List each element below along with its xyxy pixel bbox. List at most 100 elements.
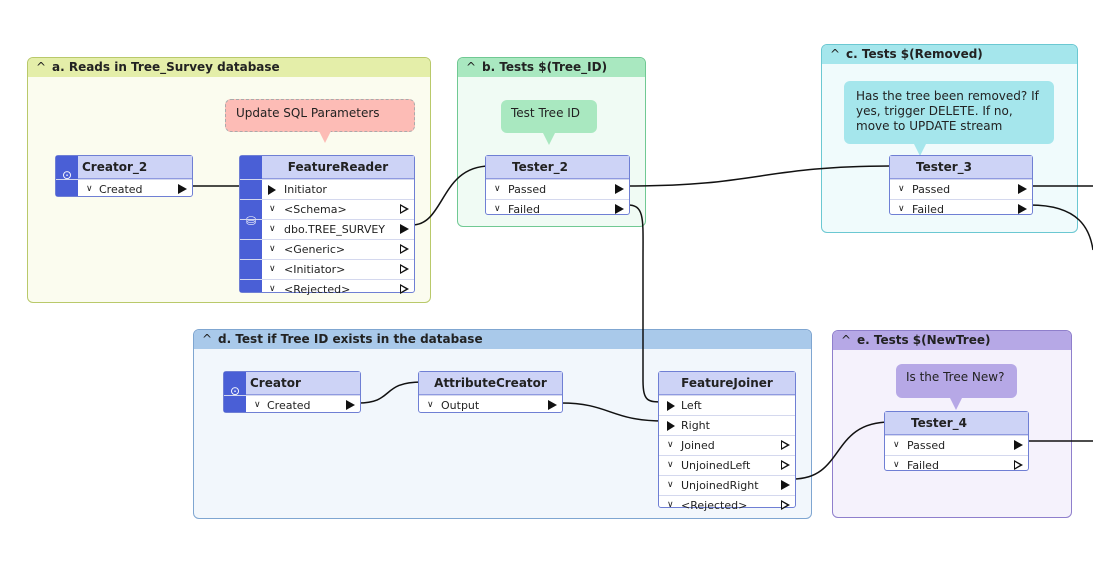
output-port-icon[interactable] [615, 184, 624, 194]
node-creator-2[interactable]: ⊙ Creator_2 ∨ Created [55, 155, 193, 197]
chevron-down-icon[interactable]: ∨ [893, 460, 900, 470]
port-generic[interactable]: ∨ <Generic> [240, 239, 414, 259]
port-label: UnjoinedRight [681, 479, 759, 492]
port-left[interactable]: Left [659, 395, 795, 415]
port-tree-survey[interactable]: ∨ dbo.TREE_SURVEY [240, 219, 414, 239]
node-creator[interactable]: ⊙ Creator ∨ Created [223, 371, 361, 413]
output-port-icon[interactable] [400, 264, 409, 274]
output-port-icon[interactable] [781, 480, 790, 490]
output-port-icon[interactable] [781, 460, 790, 470]
annotation-new-tree[interactable]: Is the Tree New? [896, 364, 1017, 410]
chevron-down-icon[interactable]: ∨ [269, 244, 276, 254]
output-port-icon[interactable] [1014, 440, 1023, 450]
output-port-icon[interactable] [781, 500, 790, 510]
output-port-icon[interactable] [781, 440, 790, 450]
output-port-icon[interactable] [548, 400, 557, 410]
port-unjoinedleft[interactable]: ∨ UnjoinedLeft [659, 455, 795, 475]
bookmark-e-header[interactable]: ^ e. Tests $(NewTree) [833, 331, 1071, 350]
chevron-down-icon[interactable]: ∨ [667, 440, 674, 450]
annotation-test-tree-id[interactable]: Test Tree ID [501, 100, 597, 145]
node-title[interactable]: Creator_2 [56, 156, 192, 179]
output-port-icon[interactable] [400, 204, 409, 214]
port-rejected[interactable]: ∨ <Rejected> [240, 279, 414, 299]
chevron-down-icon[interactable]: ∨ [427, 400, 434, 410]
port-failed[interactable]: ∨ Failed [890, 199, 1032, 219]
annotation-update-sql[interactable]: Update SQL Parameters [225, 99, 415, 143]
caret-up-icon[interactable]: ^ [830, 47, 841, 61]
bookmark-b-header[interactable]: ^b. Tests $(Tree_ID) [458, 58, 645, 77]
node-tester-3[interactable]: Tester_3 ∨ Passed ∨ Failed [889, 155, 1033, 216]
chevron-down-icon[interactable]: ∨ [86, 184, 93, 194]
port-unjoinedright[interactable]: ∨ UnjoinedRight [659, 475, 795, 495]
port-passed[interactable]: ∨ Passed [486, 179, 629, 199]
link-tester3-failed-out [1029, 204, 1093, 251]
port-failed[interactable]: ∨ Failed [486, 199, 629, 219]
port-created[interactable]: ∨ Created [224, 395, 360, 415]
caret-up-icon[interactable]: ^ [36, 60, 47, 74]
port-right[interactable]: Right [659, 415, 795, 435]
port-label: <Rejected> [681, 499, 748, 512]
port-label: Failed [912, 203, 944, 216]
bookmark-e-title: e. Tests $(NewTree) [857, 333, 991, 347]
node-title[interactable]: Creator [224, 372, 360, 395]
bookmark-a-header[interactable]: ^a. Reads in Tree_Survey database [28, 58, 430, 77]
node-attributecreator[interactable]: AttributeCreator ∨ Output [418, 371, 563, 413]
port-passed[interactable]: ∨ Passed [885, 435, 1028, 455]
node-title[interactable]: Tester_4 [885, 412, 1028, 435]
port-schema[interactable]: ∨ <Schema> [240, 199, 414, 219]
chevron-down-icon[interactable]: ∨ [269, 264, 276, 274]
node-title[interactable]: FeatureReader [240, 156, 414, 179]
bookmark-d-header[interactable]: ^d. Test if Tree ID exists in the databa… [194, 330, 811, 349]
caret-up-icon[interactable]: ^ [202, 332, 213, 346]
port-joined[interactable]: ∨ Joined [659, 435, 795, 455]
output-port-icon[interactable] [400, 284, 409, 294]
output-port-icon[interactable] [400, 224, 409, 234]
caret-up-icon[interactable]: ^ [466, 60, 477, 74]
chevron-down-icon[interactable]: ∨ [269, 204, 276, 214]
chevron-down-icon[interactable]: ∨ [269, 224, 276, 234]
input-port-icon[interactable] [667, 401, 675, 411]
node-title[interactable]: Tester_3 [890, 156, 1032, 179]
port-created[interactable]: ∨ Created [56, 179, 192, 199]
node-tester-2[interactable]: Tester_2 ∨ Passed ∨ Failed [485, 155, 630, 216]
chevron-down-icon[interactable]: ∨ [893, 440, 900, 450]
port-rejected[interactable]: ∨ <Rejected> [659, 495, 795, 515]
chevron-down-icon[interactable]: ∨ [667, 500, 674, 510]
node-featurejoiner[interactable]: FeatureJoiner Left Right ∨ Joined ∨ Unjo… [658, 371, 796, 512]
output-port-icon[interactable] [346, 400, 355, 410]
chevron-down-icon[interactable]: ∨ [494, 184, 501, 194]
chevron-down-icon[interactable]: ∨ [494, 204, 501, 214]
input-port-icon[interactable] [667, 421, 675, 431]
output-port-icon[interactable] [400, 244, 409, 254]
chevron-down-icon[interactable]: ∨ [254, 400, 261, 410]
node-title[interactable]: AttributeCreator [419, 372, 562, 395]
port-initiator-out[interactable]: ∨ <Initiator> [240, 259, 414, 279]
node-title[interactable]: Tester_2 [486, 156, 629, 179]
caret-up-icon[interactable]: ^ [841, 333, 852, 347]
output-port-icon[interactable] [615, 204, 624, 214]
port-passed[interactable]: ∨ Passed [890, 179, 1032, 199]
output-port-icon[interactable] [178, 184, 187, 194]
annotation-removed[interactable]: Has the tree been removed? If yes, trigg… [844, 81, 1054, 156]
port-initiator[interactable]: Initiator [240, 179, 414, 199]
output-port-icon[interactable] [1018, 184, 1027, 194]
node-tester-4[interactable]: Tester_4 ∨ Passed ∨ Failed [884, 411, 1029, 472]
input-port-icon[interactable] [268, 185, 276, 195]
output-port-icon[interactable] [1014, 460, 1023, 470]
port-label: Passed [912, 183, 951, 196]
link-unjoinedright-tester4 [792, 421, 891, 480]
chevron-down-icon[interactable]: ∨ [667, 460, 674, 470]
port-output[interactable]: ∨ Output [419, 395, 562, 415]
node-title[interactable]: FeatureJoiner [659, 372, 795, 395]
bookmark-c-header[interactable]: ^c. Tests $(Removed) [822, 45, 1077, 64]
node-sidebar: ⛁ [240, 156, 262, 292]
chevron-down-icon[interactable]: ∨ [898, 184, 905, 194]
chevron-down-icon[interactable]: ∨ [667, 480, 674, 490]
chevron-down-icon[interactable]: ∨ [269, 284, 276, 294]
output-port-icon[interactable] [1018, 204, 1027, 214]
port-label: Right [681, 419, 710, 432]
port-failed[interactable]: ∨ Failed [885, 455, 1028, 475]
node-featurereader[interactable]: ⛁ FeatureReader Initiator ∨ <Schema> ∨ d… [239, 155, 415, 296]
chevron-down-icon[interactable]: ∨ [898, 204, 905, 214]
